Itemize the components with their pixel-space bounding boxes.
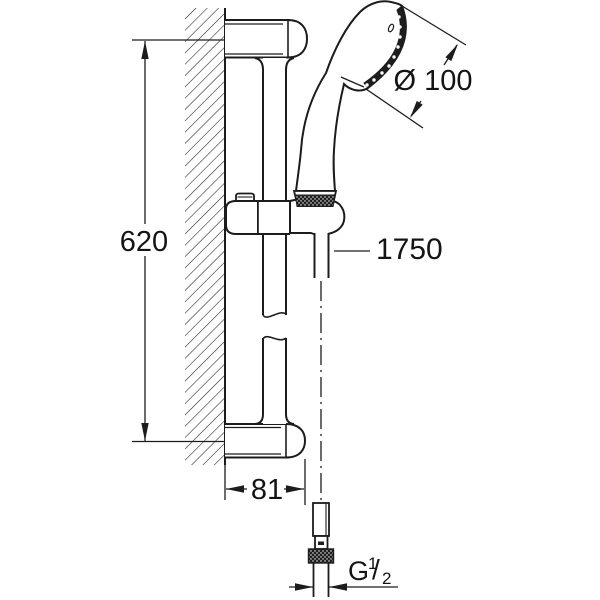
rail-tube	[254, 57, 295, 425]
shower-head-body	[294, 0, 407, 192]
arrow-down-icon	[141, 423, 149, 441]
arrow-right-icon	[295, 583, 313, 591]
rail-bracket-top	[225, 19, 309, 59]
arrow-upper-icon	[445, 44, 458, 62]
rail-break-lower	[262, 335, 287, 341]
head-contour-line	[340, 76, 365, 88]
holder-left-body	[225, 200, 259, 235]
extension-line-upper	[401, 5, 467, 46]
shower-hose	[313, 232, 330, 502]
top-nozzle-detail	[387, 23, 395, 33]
thread-numerator-label: 1	[368, 554, 377, 573]
rail-edge-left-lower	[254, 338, 264, 425]
dimension-thread-size: G 1 / 2	[289, 554, 398, 591]
shower-rail	[225, 19, 309, 459]
bracket-offset-dimension-label: 81	[251, 474, 283, 506]
dimension-bracket-offset: 81	[224, 459, 306, 506]
rail-bracket-bottom	[225, 423, 307, 459]
thread-letter-label: G	[348, 556, 369, 586]
hose-connector	[307, 502, 335, 597]
hand-shower	[294, 0, 407, 192]
extension-line-lower	[365, 88, 424, 129]
dimension-head-diameter: Ø 100	[365, 5, 473, 129]
thread-denominator-label: 2	[382, 569, 391, 588]
spray-nozzles	[365, 15, 402, 87]
wall-hatch	[185, 8, 225, 465]
thread-slash-label: /	[372, 554, 380, 585]
arrow-left-icon	[226, 485, 244, 493]
connector-slot	[318, 541, 324, 545]
head-diameter-dimension-label: Ø 100	[394, 65, 473, 97]
arrow-left-icon	[329, 583, 347, 591]
connector-body	[312, 502, 330, 537]
rail-break-upper	[262, 312, 287, 318]
rail-edge-right-lower	[285, 338, 295, 425]
rail-edge-left-upper	[254, 57, 264, 315]
arrow-up-icon	[141, 41, 149, 59]
arrow-lower-icon	[410, 100, 423, 118]
arrow-right-icon	[286, 485, 304, 493]
rail-edge-right-upper	[285, 57, 295, 315]
rail-height-dimension-label: 620	[120, 226, 168, 258]
handle-knurl-ring	[294, 194, 336, 207]
knurled-nut	[307, 548, 335, 564]
hose-length-dimension-label: 1750	[376, 233, 443, 266]
dimension-hose-length: 1750	[334, 233, 443, 266]
dimension-rail-height: 620	[120, 39, 225, 443]
wall-section	[185, 8, 226, 465]
glide-holder	[225, 190, 346, 236]
